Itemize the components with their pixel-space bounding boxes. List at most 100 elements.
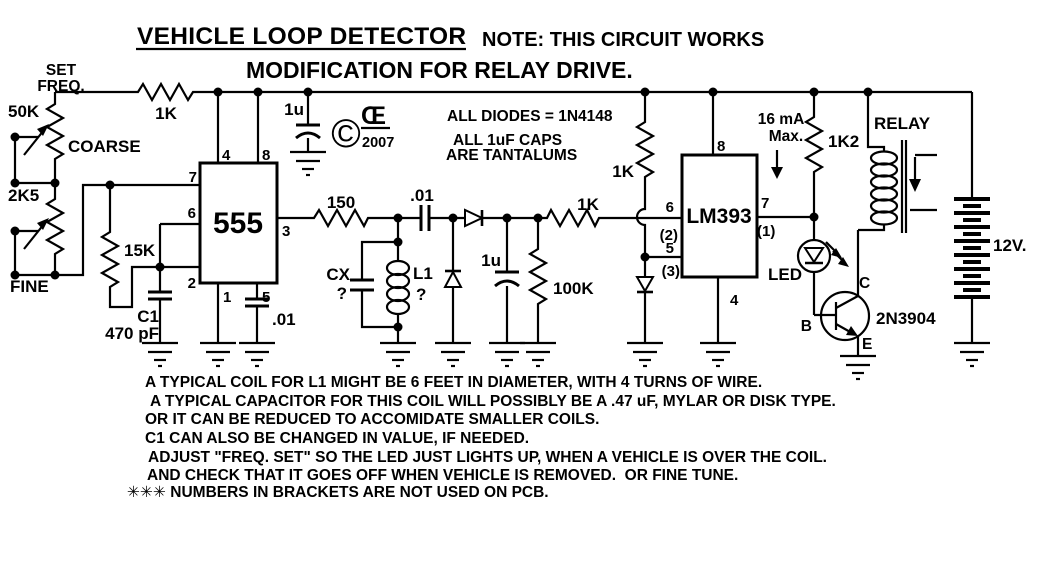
resistor-supply-1k: 1K bbox=[133, 81, 197, 123]
capacitor-series-value: .01 bbox=[410, 186, 434, 205]
ic-555-label: 555 bbox=[213, 207, 263, 240]
pin-555-7: 7 bbox=[189, 169, 197, 186]
note-line-2: A TYPICAL CAPACITOR FOR THIS COIL WILL P… bbox=[150, 393, 836, 410]
l1-value: ? bbox=[416, 285, 426, 304]
resistor-timing-15k: 15K bbox=[99, 185, 200, 309]
note-line-5: ADJUST "FREQ. SET" SO THE LED JUST LIGHT… bbox=[148, 449, 827, 466]
resistor-detector-value: 100K bbox=[553, 279, 594, 298]
transistor-e-label: E bbox=[862, 336, 872, 353]
pot-coarse-value: 50K bbox=[8, 102, 40, 121]
pin-555-3: 3 bbox=[282, 223, 290, 240]
emitter-arrow-icon bbox=[846, 326, 858, 336]
led-ray-icon bbox=[838, 257, 849, 267]
capacitor-decoupling-value: 1u bbox=[284, 100, 304, 119]
diode-reference bbox=[635, 257, 655, 343]
transistor-c-label: C bbox=[859, 275, 870, 292]
diode-series bbox=[464, 208, 543, 228]
copyright-year: 2007 bbox=[362, 135, 394, 151]
pin-555-8: 8 bbox=[262, 147, 270, 164]
led-label: LED bbox=[768, 265, 802, 284]
resistor-timing-value: 15K bbox=[124, 241, 156, 260]
ground-icon bbox=[625, 341, 665, 368]
ground-icon bbox=[698, 341, 738, 368]
pot-fine-2k5: 2K5 FINE bbox=[8, 183, 200, 296]
ground-icon bbox=[288, 150, 328, 177]
pot-fine-label: FINE bbox=[10, 277, 49, 296]
capacitor-detector-1u: 1u bbox=[481, 218, 520, 343]
coarse-wiper-arrow-icon bbox=[37, 124, 49, 136]
ground-icon bbox=[952, 341, 992, 368]
annotation-notes: ALL DIODES = 1N4148 ALL 1uF CAPS ARE TAN… bbox=[446, 108, 613, 164]
pot-coarse-50k: 50K COARSE bbox=[8, 92, 141, 185]
pin-555-4: 4 bbox=[222, 147, 231, 164]
current-max: Max. bbox=[769, 128, 803, 145]
ground-icon bbox=[433, 341, 473, 368]
fine-wiper-arrow-icon bbox=[37, 218, 49, 230]
capacitor-c1: C1 470 pF bbox=[105, 222, 200, 343]
set-freq-line2: FREQ. bbox=[37, 78, 84, 95]
cx-value: ? bbox=[337, 284, 347, 303]
transistor-2n3904: C B E 2N3904 bbox=[801, 230, 936, 356]
ground-icon bbox=[487, 341, 527, 368]
pin-lm393-5-alt: (3) bbox=[662, 263, 680, 280]
resistor-reference-value: 1K bbox=[612, 162, 634, 181]
copyright-mark: © Œ 2007 bbox=[331, 102, 394, 156]
relay-label: RELAY bbox=[874, 114, 931, 133]
wire-hop-icon bbox=[635, 181, 647, 257]
copyright-initials: Œ bbox=[361, 102, 386, 130]
resistor-supply-value: 1K bbox=[155, 104, 177, 123]
ground-icon bbox=[378, 341, 418, 368]
pin-lm393-5: 5 bbox=[666, 240, 674, 257]
cx-ref: CX bbox=[326, 265, 350, 284]
pin-lm393-6: 6 bbox=[666, 199, 674, 216]
capacitor-series-01: .01 bbox=[410, 186, 465, 231]
pin-lm393-4: 4 bbox=[730, 292, 739, 309]
resistor-signal-1k: 1K bbox=[543, 195, 682, 229]
battery-voltage: 12V. bbox=[993, 236, 1026, 255]
ground-icon bbox=[140, 341, 180, 368]
ic-lm393: LM393 8 6 (2) 5 (3) 7 (1) 4 bbox=[645, 92, 814, 343]
resistor-out-value: 150 bbox=[327, 193, 355, 212]
transistor-b-label: B bbox=[801, 318, 812, 335]
header: VEHICLE LOOP DETECTOR NOTE: THIS CIRCUIT… bbox=[136, 23, 764, 83]
capacitor-detector-value: 1u bbox=[481, 251, 501, 270]
current-annotation: 16 mA Max. bbox=[758, 111, 804, 179]
ic-555: 555 4 8 7 6 2 3 1 5 bbox=[188, 92, 310, 343]
pin-555-2: 2 bbox=[188, 275, 196, 292]
ground-icon bbox=[518, 341, 558, 368]
page-title: VEHICLE LOOP DETECTOR bbox=[137, 23, 466, 50]
annotation-caps-2: ARE TANTALUMS bbox=[446, 147, 577, 164]
resistor-signal-value: 1K bbox=[577, 195, 599, 214]
transistor-part-number: 2N3904 bbox=[876, 309, 936, 328]
resistor-led-1k2: 1K2 bbox=[803, 92, 859, 217]
set-freq-line1: SET bbox=[46, 62, 77, 79]
resistor-out-150: 150 bbox=[310, 193, 421, 229]
capacitor-pin5-value: .01 bbox=[272, 310, 296, 329]
resistor-led-value: 1K2 bbox=[828, 132, 859, 151]
pot-fine-value: 2K5 bbox=[8, 186, 39, 205]
pin-555-1: 1 bbox=[223, 289, 231, 306]
current-arrow-icon bbox=[771, 167, 783, 179]
note-circuit-works: NOTE: THIS CIRCUIT WORKS bbox=[482, 29, 764, 51]
relay-contact-arrow-icon bbox=[909, 179, 921, 192]
subtitle: MODIFICATION FOR RELAY DRIVE. bbox=[246, 57, 633, 83]
resistor-detector-100k: 100K bbox=[527, 218, 594, 343]
l1-ref: L1 bbox=[413, 264, 433, 283]
pin-lm393-7: 7 bbox=[761, 195, 769, 212]
ic-lm393-label: LM393 bbox=[686, 205, 751, 228]
pin-lm393-6-alt: (2) bbox=[660, 227, 678, 244]
note-line-7: ✳✳✳ NUMBERS IN BRACKETS ARE NOT USED ON … bbox=[127, 484, 549, 501]
note-line-6: AND CHECK THAT IT GOES OFF WHEN VEHICLE … bbox=[147, 467, 738, 484]
diode-clamp bbox=[443, 218, 463, 343]
pot-coarse-label: COARSE bbox=[68, 137, 141, 156]
bottom-notes: A TYPICAL COIL FOR L1 MIGHT BE 6 FEET IN… bbox=[127, 374, 836, 501]
junction-dots bbox=[10, 87, 873, 332]
capacitor-decoupling-1u: 1u bbox=[284, 92, 321, 152]
resistor-reference-1k: 1K bbox=[612, 92, 656, 257]
ground-icon bbox=[838, 354, 878, 381]
relay: RELAY bbox=[858, 92, 937, 233]
capacitor-pin5-01: .01 bbox=[245, 297, 296, 343]
c1-value: 470 pF bbox=[105, 324, 159, 343]
c1-ref: C1 bbox=[137, 307, 159, 326]
